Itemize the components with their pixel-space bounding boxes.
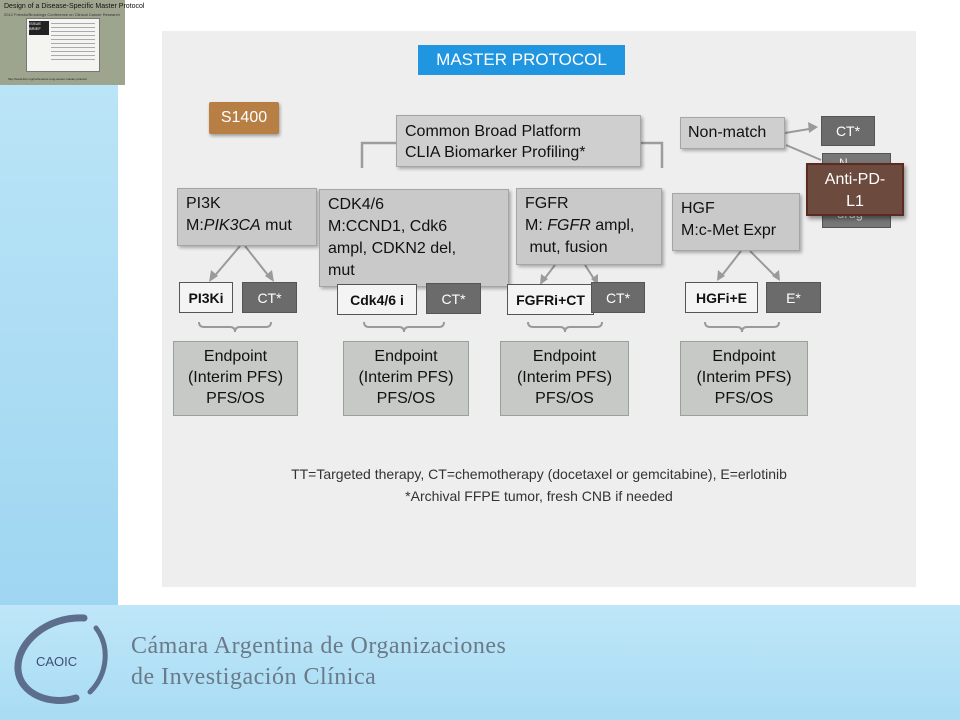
- thumbnail-page: ISSUE BRIEF: [26, 18, 100, 72]
- left-sidebar: [0, 0, 118, 605]
- endpoint-label: Endpoint: [712, 348, 776, 365]
- biomarker-hgf-name: HGF: [681, 200, 715, 217]
- endpoint-interim: (Interim PFS): [187, 369, 284, 386]
- biomarker-cdk46: CDK4/6 M:CCND1, Cdk6 ampl, CDKN2 del, mu…: [319, 189, 509, 287]
- arm-pi3ki: PI3Ki: [179, 282, 233, 313]
- endpoint-label: Endpoint: [203, 348, 268, 365]
- platform-line2: CLIA Biomarker Profiling*: [405, 144, 586, 161]
- logo-text: CAOIC: [36, 654, 77, 669]
- platform-line1: Common Broad Platform: [405, 123, 582, 140]
- endpoint-interim: (Interim PFS): [358, 369, 454, 386]
- arm-hgfi-e: HGFi+E: [685, 282, 758, 313]
- thumbnail-text-lines: [51, 23, 95, 63]
- endpoint-box-fgfr: Endpoint (Interim PFS) PFS/OS: [500, 341, 629, 416]
- biomarker-fgfr: FGFR M: FGFR ampl, mut, fusion: [516, 188, 662, 265]
- thumbnail-badge: ISSUE BRIEF: [29, 21, 49, 35]
- biomarker-pi3k-name: PI3K: [186, 195, 221, 212]
- study-id-badge: S1400: [209, 102, 279, 134]
- endpoint-final: PFS/OS: [206, 390, 265, 407]
- document-thumbnail[interactable]: Design of a Disease-Specific Master Prot…: [0, 0, 144, 85]
- non-match-box: Non-match: [680, 117, 785, 149]
- anti-pd-l1-box: Anti-PD- L1: [806, 163, 904, 216]
- biomarker-pi3k: PI3K M:PIK3CA mut: [177, 188, 317, 246]
- caoic-logo: CAOIC: [14, 614, 108, 704]
- anti-pd-line1: Anti-PD-: [824, 171, 886, 188]
- endpoint-interim: (Interim PFS): [696, 369, 792, 386]
- endpoint-final: PFS/OS: [714, 390, 774, 407]
- biomarker-fgfr-name: FGFR: [525, 195, 569, 212]
- biomarker-cdk46-line2: M:CCND1, Cdk6: [328, 218, 448, 235]
- endpoint-label: Endpoint: [532, 348, 597, 365]
- biomarker-cdk46-line3: ampl, CDKN2 del,: [328, 240, 457, 257]
- non-match-ct-arm: CT*: [821, 116, 875, 146]
- arm-fgfr-ct: CT*: [591, 282, 645, 313]
- endpoint-box-pi3k: Endpoint (Interim PFS) PFS/OS: [173, 341, 298, 416]
- org-name-line2: de Investigación Clínica: [131, 664, 377, 690]
- arm-cdk46-ct: CT*: [426, 283, 481, 314]
- endpoint-box-cdk46: Endpoint (Interim PFS) PFS/OS: [343, 341, 469, 416]
- footnote-abbreviations: TT=Targeted therapy, CT=chemotherapy (do…: [291, 466, 787, 482]
- footnote-archival: *Archival FFPE tumor, fresh CNB if neede…: [405, 488, 673, 504]
- org-name-line1: Cámara Argentina de Organizaciones: [131, 633, 507, 659]
- biomarker-fgfr-line3: mut, fusion: [525, 239, 608, 256]
- endpoint-final: PFS/OS: [376, 390, 436, 407]
- biomarker-pi3k-detail: M:PIK3CA mut: [186, 217, 292, 234]
- biomarker-hgf-detail: M:c-Met Expr: [681, 222, 777, 239]
- footer-bar: [0, 605, 960, 720]
- biomarker-hgf: HGF M:c-Met Expr: [672, 193, 800, 251]
- biomarker-cdk46-name: CDK4/6: [328, 196, 385, 213]
- arm-cdk46i: Cdk4/6 i: [337, 284, 417, 315]
- endpoint-final: PFS/OS: [535, 390, 594, 407]
- anti-pd-line2: L1: [846, 193, 864, 210]
- endpoint-label: Endpoint: [374, 348, 438, 365]
- thumbnail-subtitle: 2012 Friends/Brookings Conference on Cli…: [4, 12, 120, 17]
- arm-pi3k-ct: CT*: [242, 282, 297, 313]
- biomarker-fgfr-line2: M: FGFR ampl,: [525, 217, 635, 234]
- thumbnail-title: Design of a Disease-Specific Master Prot…: [4, 3, 145, 10]
- thumbnail-url: http://www.focr.org/conference-lung-canc…: [8, 77, 87, 81]
- endpoint-interim: (Interim PFS): [516, 369, 613, 386]
- biomarker-cdk46-line4: mut: [328, 262, 355, 279]
- platform-box: Common Broad Platform CLIA Biomarker Pro…: [396, 115, 641, 167]
- endpoint-box-hgf: Endpoint (Interim PFS) PFS/OS: [680, 341, 808, 416]
- master-protocol-title: MASTER PROTOCOL: [418, 45, 625, 75]
- arm-fgfri-ct: FGFRi+CT: [507, 284, 594, 315]
- arm-hgf-e: E*: [766, 282, 821, 313]
